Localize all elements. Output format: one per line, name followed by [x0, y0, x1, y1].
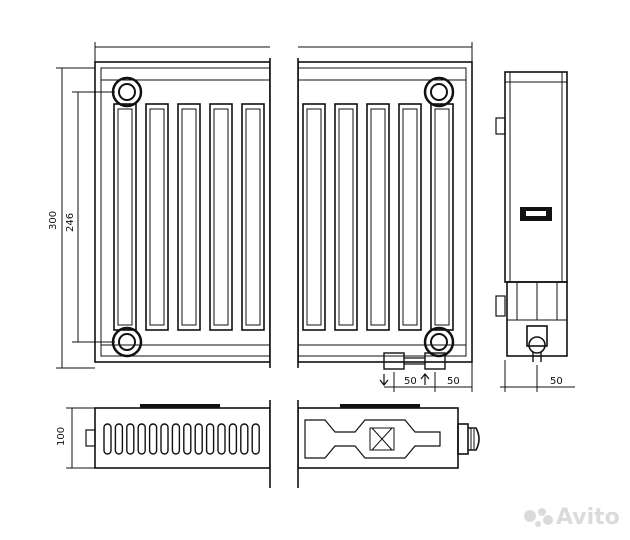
convector-slot	[183, 423, 192, 455]
radiator-fin-inner	[213, 108, 229, 326]
convector-slot	[126, 423, 135, 455]
connection-dimensions: 50 50	[379, 362, 473, 392]
radiator-fin	[241, 103, 265, 331]
radiator-fin-inner	[338, 108, 354, 326]
inflow-arrow-icon	[420, 373, 430, 385]
connection-right-label: 50	[447, 376, 460, 387]
side-offset-label: 50	[550, 376, 563, 387]
connection-left-label: 50	[404, 376, 417, 387]
top-left-nipple-icon	[111, 76, 143, 108]
radiator-fin-inner	[149, 108, 165, 326]
radiator-fin-inner	[181, 108, 197, 326]
convector-panel-right	[304, 419, 441, 459]
radiator-fin	[209, 103, 233, 331]
radiator-fin-inner	[370, 108, 386, 326]
fins-right	[302, 103, 454, 331]
convector-slot	[148, 423, 158, 455]
convector-slot	[194, 423, 203, 455]
radiator-fin	[430, 103, 454, 331]
top-right-nipple-icon	[423, 76, 455, 108]
convector-slot	[251, 423, 260, 455]
convector-slot	[137, 423, 146, 455]
top-view: 100	[56, 400, 480, 488]
fins-left	[113, 103, 265, 331]
radiator-fin	[177, 103, 201, 331]
side-fitting-icon	[526, 325, 548, 362]
radiator-fin	[145, 103, 169, 331]
avito-watermark: Avito	[524, 505, 620, 530]
convector-slot	[217, 423, 226, 455]
convector-slot	[228, 423, 238, 455]
radiator-fin-inner	[306, 108, 322, 326]
convector-slot	[114, 423, 124, 455]
convector-slot	[240, 423, 249, 455]
convector-fins-left	[103, 423, 260, 455]
height-dimensions: 300 246	[48, 67, 115, 369]
radiator-fin-inner	[434, 108, 450, 326]
end-valve-icon	[457, 423, 480, 455]
radiator-fin-inner	[117, 108, 133, 326]
radiator-fin-inner	[402, 108, 418, 326]
side-view: 50	[495, 71, 575, 392]
bottom-left-nipple-icon	[111, 326, 143, 358]
radiator-fin-inner	[245, 108, 261, 326]
radiator-fin	[366, 103, 390, 331]
convector-slot	[171, 423, 181, 455]
height-total-label: 300	[48, 211, 59, 230]
convector-slot	[205, 423, 215, 455]
radiator-fin	[398, 103, 422, 331]
bottom-right-nipple-icon	[423, 326, 455, 358]
convector-slot	[160, 423, 169, 455]
outflow-arrow-icon	[379, 374, 389, 386]
radiator-fin	[334, 103, 358, 331]
avito-logo-icon	[524, 508, 553, 527]
radiator-fin	[302, 103, 326, 331]
watermark-text: Avito	[556, 505, 620, 530]
convector-slot	[103, 423, 112, 455]
radiator-fin	[113, 103, 137, 331]
depth-label: 100	[56, 427, 67, 446]
height-axis-label: 246	[65, 213, 76, 232]
bottom-valve-icon	[383, 352, 446, 370]
